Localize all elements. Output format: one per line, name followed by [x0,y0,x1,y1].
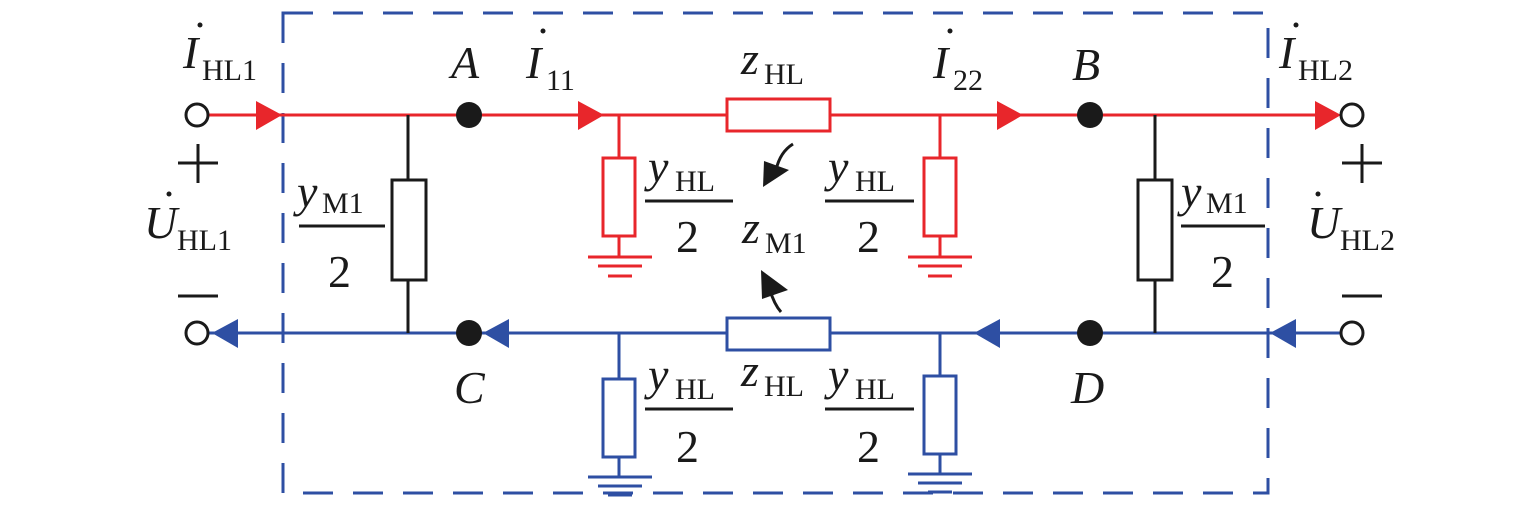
port-right-top [1339,102,1365,128]
svg-text:HL: HL [855,373,895,406]
dot-accent [1293,22,1299,28]
line-2-arrows [212,319,1296,348]
svg-text:I: I [932,37,951,88]
svg-text:HL1: HL1 [177,224,232,257]
label-i-22: I 22 [932,28,983,97]
node-d-dot [1077,320,1103,346]
node-b-label: B [1072,39,1100,90]
label-z-m1: z M1 [741,202,807,260]
label-y-hl-bottom-left: y HL 2 [644,349,715,472]
svg-text:y: y [644,141,669,192]
port-right-bottom [1339,320,1365,346]
dot-accent [1315,191,1321,197]
svg-text:HL: HL [764,370,804,403]
arrow-i-hl1 [256,101,282,130]
label-z-hl-bottom: z HL [740,345,804,403]
arrow-bottom-right [1270,319,1296,348]
svg-text:HL2: HL2 [1340,224,1395,257]
svg-text:y: y [644,349,669,400]
svg-text:y: y [293,166,318,217]
node-d-label: D [1070,362,1104,413]
arrow-c [483,319,509,348]
svg-text:2: 2 [1211,246,1234,297]
svg-text:U: U [144,197,180,248]
svg-text:M1: M1 [322,187,364,220]
label-y-m1-right: y M1 2 [1177,166,1248,297]
dot-accent [540,28,546,34]
node-c-label: C [454,362,486,413]
svg-text:2: 2 [676,211,699,262]
port-left-top [184,102,210,128]
svg-text:2: 2 [676,421,699,472]
boundary-box [281,11,1270,495]
label-z-hl-top: z HL [740,33,804,91]
svg-text:22: 22 [953,64,983,97]
label-u-hl1: U HL1 [144,191,232,257]
svg-text:M1: M1 [1206,187,1248,220]
svg-text:y: y [824,141,849,192]
arrow-d [974,319,1000,348]
dot-accent [197,22,203,28]
label-i-hl1: I HL1 [182,22,257,87]
label-u-hl2: U HL2 [1307,191,1395,257]
svg-text:2: 2 [857,421,880,472]
svg-text:HL: HL [675,165,715,198]
dot-accent [947,28,953,34]
coupling-arrow-bottom-head [761,270,788,299]
arrow-bottom-left [212,319,238,348]
node-a-dot [456,102,482,128]
label-y-hl-top-right: y HL 2 [824,141,895,262]
svg-text:HL: HL [764,58,804,91]
label-i-11: I 11 [525,28,575,97]
port-left-bottom [184,320,210,346]
arrow-i-11 [578,101,604,130]
label-y-hl-bottom-right: y HL 2 [824,349,895,472]
svg-text:M1: M1 [765,227,807,260]
svg-text:U: U [1307,197,1343,248]
svg-text:I: I [525,37,544,88]
z-hl-top-resistor [725,97,832,133]
y-hl-bottom-left-resistor [601,377,637,459]
svg-text:I: I [1278,27,1297,78]
arrow-i-22 [997,101,1023,130]
line-1-arrows [256,101,1341,130]
svg-text:z: z [740,345,759,396]
coupling-arrow-top-head [763,161,789,187]
svg-text:I: I [182,27,201,78]
line-1 [208,97,1325,278]
svg-text:2: 2 [857,211,880,262]
z-hl-bottom-resistor [725,316,832,352]
svg-text:z: z [741,202,760,253]
y-m1-right-resistor [1136,178,1174,282]
svg-text:z: z [740,33,759,84]
label-y-hl-top-left: y HL 2 [644,141,715,262]
svg-text:HL2: HL2 [1298,54,1353,87]
svg-text:11: 11 [546,64,575,97]
y-hl-bottom-right-resistor [922,374,958,456]
node-a-label: A [448,37,480,88]
svg-text:2: 2 [328,246,351,297]
svg-text:HL: HL [855,165,895,198]
svg-text:HL: HL [675,373,715,406]
y-hl-top-left-resistor [601,156,637,238]
label-y-m1-left: y M1 2 [293,166,364,297]
node-b-dot [1077,102,1103,128]
svg-text:HL1: HL1 [202,54,257,87]
arrow-i-hl2 [1315,101,1341,130]
label-i-hl2: I HL2 [1278,22,1353,87]
dot-accent [166,191,172,197]
y-hl-top-right-resistor [922,156,958,238]
coupling-arrow-top-stem [774,142,794,171]
svg-text:y: y [824,349,849,400]
line-2 [208,316,1350,497]
svg-text:y: y [1177,166,1202,217]
node-c-dot [456,320,482,346]
y-m1-left-resistor [390,178,428,282]
mutual-shunts [178,115,1382,411]
